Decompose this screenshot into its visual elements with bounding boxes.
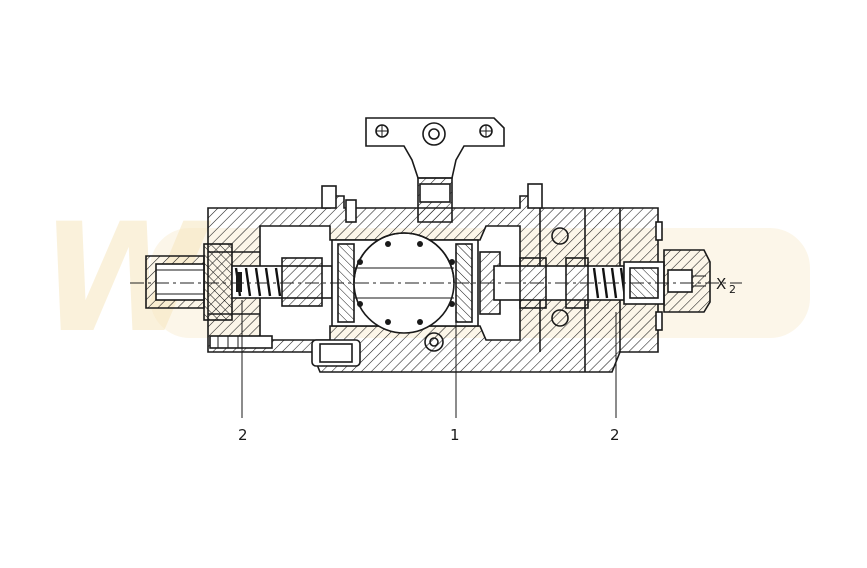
callout-2-left: 2 <box>238 426 248 444</box>
port-label-subscript: 2 <box>729 283 736 296</box>
port-label-x: X <box>716 275 726 293</box>
bottom-left-bolt <box>209 335 273 349</box>
left-piston <box>231 257 333 307</box>
left-end-cap <box>145 243 233 321</box>
port-fitting-x2 <box>663 249 711 313</box>
callout-1-center: 1 <box>450 426 460 444</box>
callout-2-right: 2 <box>610 426 620 444</box>
top-bracket <box>365 117 505 223</box>
